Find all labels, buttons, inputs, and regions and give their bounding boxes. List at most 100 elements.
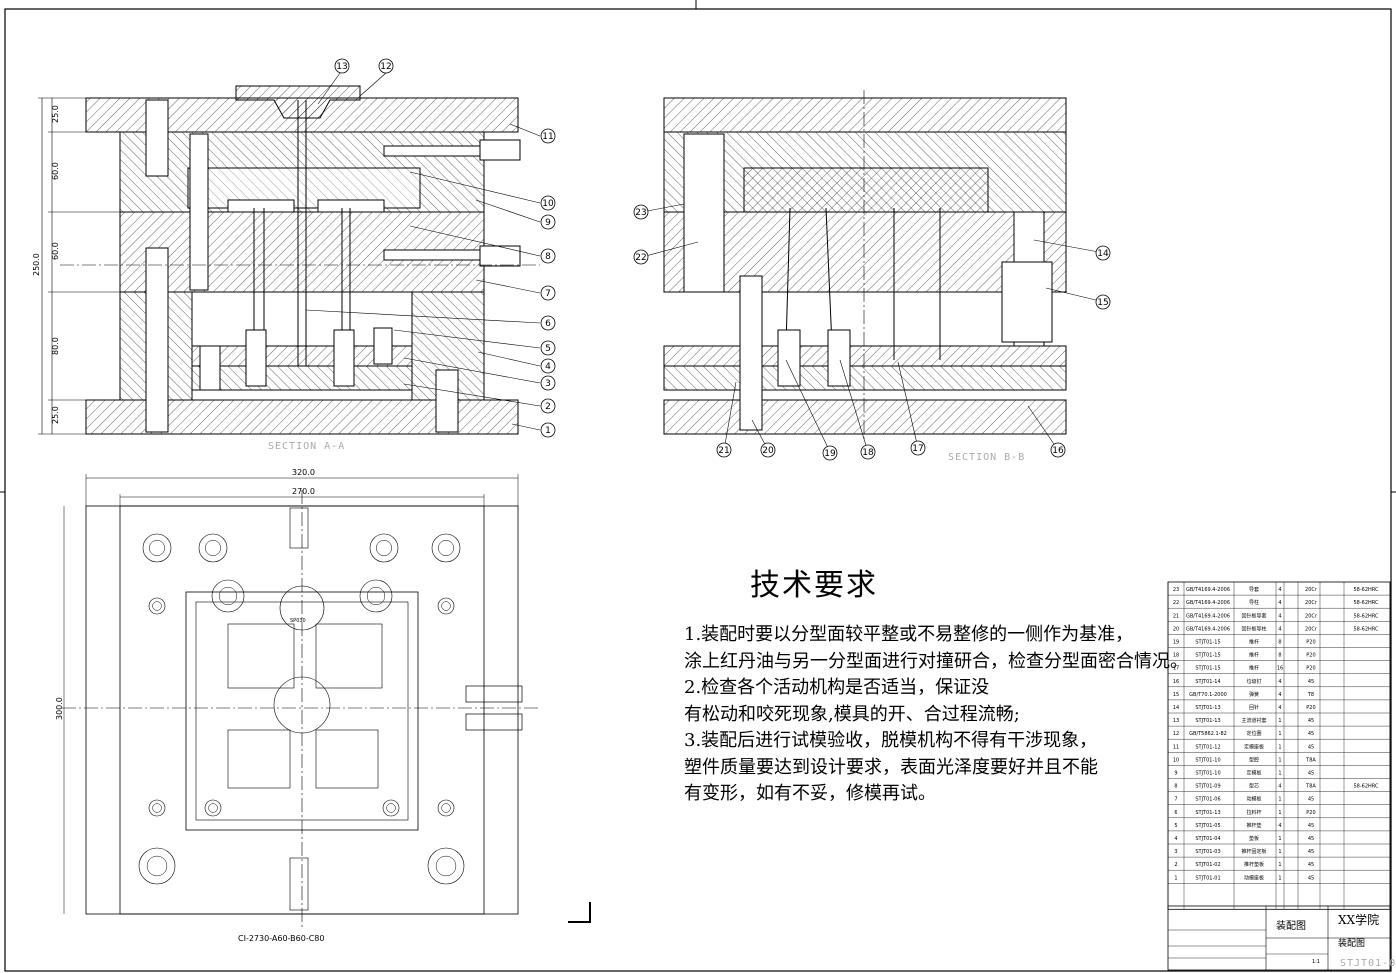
bom-cell: 导套 (1249, 586, 1259, 593)
svg-text:22: 22 (635, 253, 646, 263)
bom-cell: 定模板 (1246, 770, 1261, 777)
bom-cell: 45 (1308, 744, 1314, 750)
balloon-7: 7 (540, 285, 556, 301)
bom-cell: 拉料杆 (1246, 809, 1261, 816)
svg-text:7: 7 (545, 289, 551, 299)
bom-cell: 45 (1308, 862, 1314, 868)
bom-cell: 1 (1278, 810, 1281, 816)
bom-cell: GB/T70.1-2000 (1189, 692, 1227, 698)
bom-cell: STJT01-15 (1195, 666, 1220, 672)
bom-cell: 20Cr (1305, 626, 1318, 632)
svg-text:20: 20 (762, 446, 774, 456)
bom-cell: 58-62HRC (1353, 784, 1379, 790)
tech-line: 3.装配后进行试模验收，脱模机构不得有干涉现象， (684, 730, 1098, 751)
school-name: XX学院 (1338, 912, 1379, 927)
balloon-6: 6 (540, 315, 556, 331)
dim-60-b: 60.0 (51, 242, 60, 260)
bom-cell: 7 (1174, 797, 1177, 803)
svg-text:3: 3 (545, 379, 551, 389)
balloon-19: 19 (822, 445, 838, 461)
dim-80: 80.0 (51, 337, 60, 355)
bom-cell: 45 (1308, 849, 1314, 855)
bom-cell: 导柱 (1249, 599, 1259, 606)
svg-text:17: 17 (912, 444, 923, 454)
bom-cell: GB/T4169.4-2006 (1186, 613, 1230, 619)
plan-hole (437, 597, 455, 615)
bom-cell: 8 (1278, 640, 1281, 646)
balloon-10: 10 (540, 195, 556, 211)
section-bb-view: SECTION B-B (663, 90, 1067, 463)
balloon-9: 9 (540, 214, 556, 230)
bom-cell: 1 (1278, 875, 1281, 881)
bom-cell: 5 (1174, 823, 1177, 829)
bom-cell: 推杆垫板 (1244, 861, 1264, 868)
balloon-23: 23 (633, 204, 649, 220)
bom-cell: 推杆固定板 (1241, 848, 1266, 855)
bom-cell: 4 (1278, 626, 1281, 632)
title-block: 装配图 XX学院 装配图 1:1 STJT01-00 (1167, 905, 1396, 971)
bom-cell: 型腔 (1249, 756, 1259, 763)
svg-text:13: 13 (336, 62, 347, 72)
bom-cell: GB/T4169.4-2006 (1186, 587, 1230, 593)
bom-cell: 6 (1174, 810, 1177, 816)
bom-cell: GB/T5862.1-82 (1189, 731, 1227, 737)
bom-cell: 垃圾钉 (1246, 678, 1261, 685)
plan-hole (382, 799, 400, 817)
tech-line: 2.检查各个活动机构是否适当，保证没 (684, 677, 990, 698)
bom-cell: 8 (1174, 784, 1177, 790)
drawing-name: 装配图 (1276, 919, 1306, 932)
tech-line: 1.装配时要以分型面较平整或不易整修的一侧作为基准， (684, 624, 1134, 645)
bom-cell: 1 (1278, 836, 1281, 842)
bom-cell: P20 (1306, 705, 1315, 711)
plan-hole (148, 597, 166, 615)
plan-hole (142, 533, 172, 563)
svg-text:19: 19 (824, 449, 836, 459)
bom-cell: 58-62HRC (1353, 587, 1379, 593)
bom-cell: GB/T4169.4-2006 (1186, 626, 1230, 632)
bom-cell: STJT01-04 (1195, 836, 1220, 842)
balloon-17: 17 (910, 440, 926, 456)
bom-cell: 垫板 (1249, 835, 1259, 842)
bom-cell: 16 (1173, 679, 1179, 685)
section-aa-label: SECTION A-A (268, 441, 345, 452)
balloon-4: 4 (540, 358, 556, 374)
bom-cell: 4 (1278, 705, 1281, 711)
balloon-18: 18 (860, 444, 876, 460)
bom-cell: 13 (1173, 718, 1179, 724)
bom-cell: STJT01-14 (1195, 679, 1220, 685)
bom-cell: 58-62HRC (1353, 613, 1379, 619)
bom-cell: STJT01-02 (1195, 862, 1220, 868)
dim-60-a: 60.0 (51, 162, 60, 180)
bom-cell: 4 (1278, 600, 1281, 606)
bom-cell: 回针板导套 (1241, 612, 1266, 619)
bom-cell: STJT01-06 (1195, 797, 1220, 803)
bom-cell: 动模座板 (1244, 874, 1264, 881)
balloon-3: 3 (540, 375, 556, 391)
bom-cell: GB/T4169.4-2006 (1186, 600, 1230, 606)
bom-cell: 动模板 (1246, 796, 1261, 803)
bom-cell: 20 (1173, 626, 1179, 632)
bom-cell: 推杆 (1249, 652, 1259, 659)
bom-cell: 4 (1278, 784, 1281, 790)
sprue-label: SP030 (290, 618, 306, 624)
bom-cell: STJT01-03 (1195, 849, 1220, 855)
bom-cell: 23 (1173, 587, 1179, 593)
technical-requirements: 技术要求 1.装配时要以分型面较平整或不易整修的一侧作为基准， 涂上红丹油与另一… (684, 560, 1188, 808)
bom-cell: 2 (1174, 862, 1177, 868)
bom-cell: 20Cr (1305, 600, 1318, 606)
plan-hole (369, 533, 399, 563)
balloon-14: 14 (1095, 245, 1111, 261)
svg-text:1: 1 (545, 426, 551, 436)
